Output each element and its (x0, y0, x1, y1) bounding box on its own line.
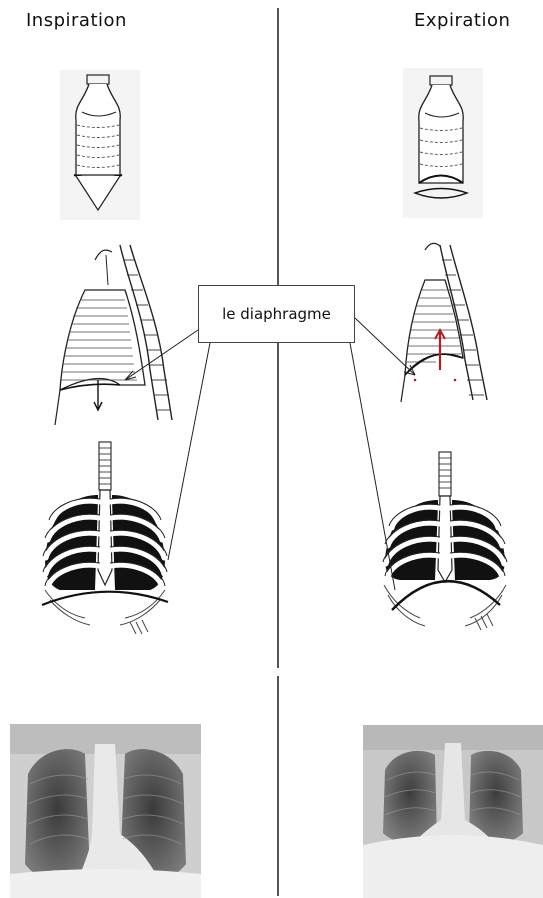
pointer-to-inspiration-front (168, 343, 210, 560)
pointer-to-expiration-front (350, 343, 395, 590)
arrowhead-inspiration (125, 371, 136, 380)
diaphragm-callout-label: le diaphragme (198, 285, 355, 343)
pointer-to-expiration-side (355, 318, 415, 375)
pointer-to-inspiration-side (125, 330, 198, 380)
